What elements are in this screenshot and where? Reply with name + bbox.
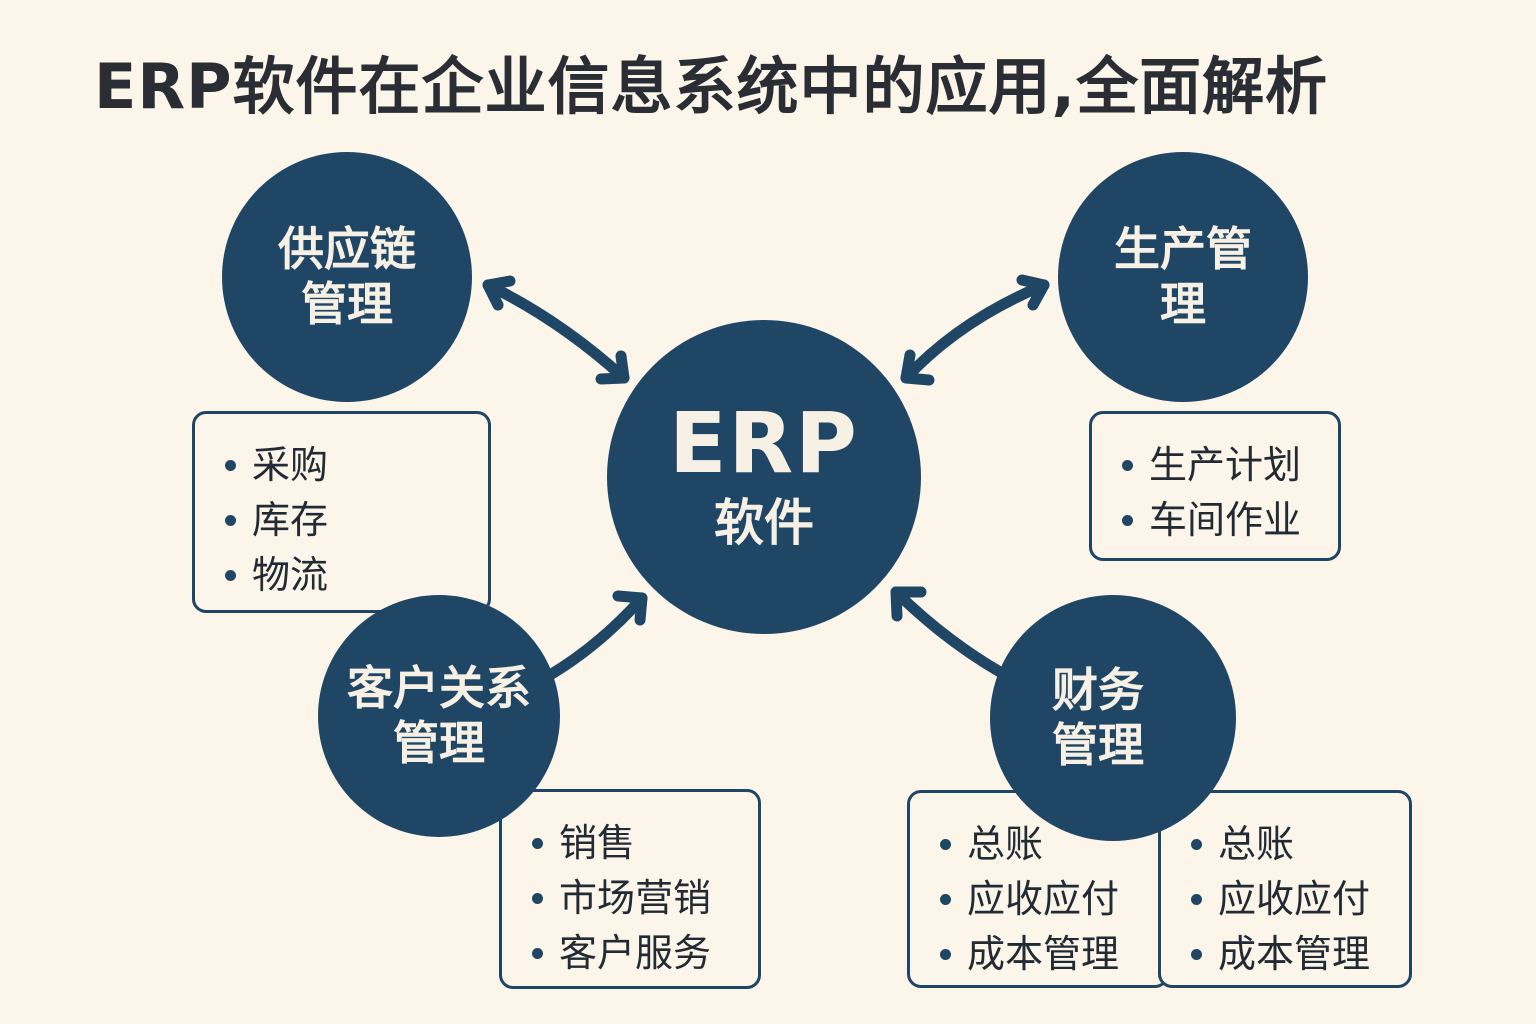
- arrow-finance-center: [890, 586, 1006, 678]
- list-item: 总账: [1191, 817, 1409, 872]
- crm-items-box: 销售 市场营销 客户服务: [499, 789, 761, 989]
- bullet-icon: [1191, 894, 1202, 905]
- node-label-line: 供应链: [278, 221, 416, 276]
- list-item: 销售: [532, 816, 758, 871]
- bullet-icon: [532, 893, 543, 904]
- node-customer-relationship-management: 客户关系 管理: [318, 595, 560, 837]
- arrowhead-center-from-finance: [890, 586, 927, 622]
- arrow-production-center: [900, 279, 1050, 384]
- node-label-line: 生产管: [1114, 221, 1252, 276]
- list-item: 车间作业: [1122, 493, 1338, 548]
- center-node-erp: ERP 软件: [607, 320, 921, 634]
- bullet-icon: [1122, 460, 1133, 471]
- finance-items-box-left: 总账 应收应付 成本管理: [907, 790, 1169, 988]
- list-item: 采购: [225, 438, 488, 493]
- bullet-icon: [532, 948, 543, 959]
- list-item: 应收应付: [940, 872, 1166, 927]
- list-item: 物流: [225, 548, 488, 603]
- list-item: 成本管理: [940, 927, 1166, 982]
- list-item: 总账: [940, 817, 1166, 872]
- bullet-icon: [940, 894, 951, 905]
- node-label-line: 管理: [393, 716, 485, 770]
- node-label-line: 管理: [1052, 718, 1144, 772]
- list-item: 应收应付: [1191, 872, 1409, 927]
- list-item: 生产计划: [1122, 438, 1338, 493]
- node-finance-management: 财务 管理: [990, 595, 1236, 841]
- bullet-icon: [1191, 839, 1202, 850]
- node-production-management: 生产管 理: [1058, 152, 1308, 402]
- arrow-supply-chain-center: [482, 279, 630, 384]
- bullet-icon: [1191, 949, 1202, 960]
- arrowhead-supply-chain-end: [482, 275, 516, 311]
- list-item: 成本管理: [1191, 927, 1409, 982]
- bullet-icon: [225, 460, 236, 471]
- list-item: 客户服务: [532, 926, 758, 981]
- arrow-crm-center: [544, 592, 648, 681]
- center-node-subtitle: 软件: [714, 494, 814, 552]
- bullet-icon: [1122, 515, 1133, 526]
- node-label-line: 客户关系: [347, 660, 531, 715]
- node-label-line: 财务: [1052, 662, 1144, 717]
- bullet-icon: [532, 838, 543, 849]
- bullet-icon: [225, 570, 236, 581]
- center-node-title: ERP: [669, 394, 859, 492]
- supply-chain-items-box: 采购 库存 物流: [192, 411, 491, 613]
- list-item: 库存: [225, 493, 488, 548]
- node-supply-chain-management: 供应链 管理: [222, 152, 472, 402]
- bullet-icon: [940, 839, 951, 850]
- bullet-icon: [940, 949, 951, 960]
- node-label-line: 理: [1160, 277, 1206, 331]
- arrowhead-production-end: [1016, 274, 1050, 311]
- arrowhead-center-from-crm: [612, 590, 648, 626]
- production-items-box: 生产计划 车间作业: [1089, 411, 1341, 561]
- arrowhead-center-from-production: [900, 349, 935, 386]
- node-label-line: 管理: [301, 277, 393, 331]
- arrowhead-center-from-supply: [595, 350, 630, 385]
- bullet-icon: [225, 515, 236, 526]
- finance-items-box-right: 总账 应收应付 成本管理: [1158, 790, 1412, 988]
- page-title: ERP软件在企业信息系统中的应用,全面解析: [94, 50, 1329, 123]
- list-item: 市场营销: [532, 871, 758, 926]
